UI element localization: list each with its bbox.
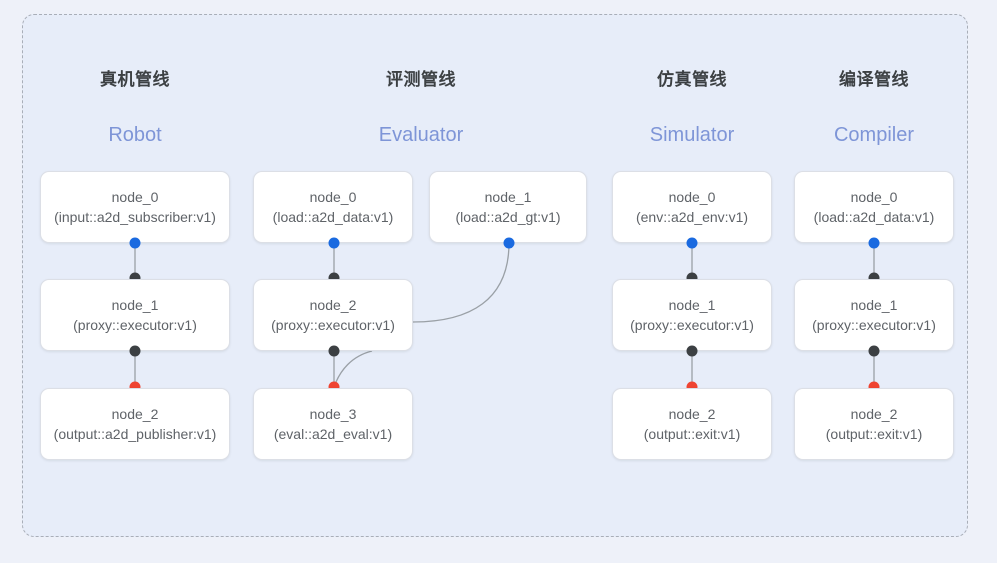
port-input-red[interactable] [686,381,698,393]
node-robot-node_2[interactable]: node_2 (output::a2d_publisher:v1) [40,388,230,460]
column-subtitle-simulator: Simulator [649,124,735,146]
port-output-blue[interactable] [868,237,880,249]
column-subtitle-evaluator: Evaluator [378,124,464,146]
node-name: node_1 [111,297,159,313]
column-title-robot: 真机管线 [100,70,170,89]
node-evaluator-node_2[interactable]: node_2 (proxy::executor:v1) [253,279,413,351]
node-simulator-node_0[interactable]: node_0 (env::a2d_env:v1) [612,171,772,243]
node-type: (env::a2d_env:v1) [635,209,749,225]
column-title-compiler: 编译管线 [839,70,909,89]
node-name: node_2 [850,406,898,422]
node-type: (eval::a2d_eval:v1) [273,426,393,442]
node-type: (output::exit:v1) [825,426,923,442]
port-output-dark[interactable] [868,345,880,357]
port-input-red[interactable] [328,381,340,393]
column-title-evaluator: 评测管线 [386,70,456,89]
node-type: (input::a2d_subscriber:v1) [54,209,216,225]
node-robot-node_1[interactable]: node_1 (proxy::executor:v1) [40,279,230,351]
port-output-blue[interactable] [328,237,340,249]
column-title-simulator: 仿真管线 [657,70,727,89]
port-input-dark[interactable] [129,272,141,284]
port-input-dark[interactable] [328,272,340,284]
port-output-dark[interactable] [686,345,698,357]
port-output-dark[interactable] [129,345,141,357]
node-type: (proxy::executor:v1) [812,317,936,333]
node-evaluator-node_1[interactable]: node_1 (load::a2d_gt:v1) [429,171,587,243]
port-input-red[interactable] [868,381,880,393]
node-name: node_0 [309,189,357,205]
port-output-blue[interactable] [503,237,515,249]
node-name: node_1 [484,189,532,205]
node-name: node_2 [668,406,716,422]
node-type: (proxy::executor:v1) [271,317,395,333]
port-input-dark[interactable] [686,272,698,284]
node-evaluator-node_3[interactable]: node_3 (eval::a2d_eval:v1) [253,388,413,460]
node-simulator-node_2[interactable]: node_2 (output::exit:v1) [612,388,772,460]
node-type: (load::a2d_gt:v1) [455,209,561,225]
node-compiler-node_2[interactable]: node_2 (output::exit:v1) [794,388,954,460]
node-simulator-node_1[interactable]: node_1 (proxy::executor:v1) [612,279,772,351]
column-subtitle-compiler: Compiler [833,124,915,146]
port-output-dark[interactable] [328,345,340,357]
node-name: node_0 [111,189,159,205]
port-input-dark[interactable] [868,272,880,284]
node-robot-node_0[interactable]: node_0 (input::a2d_subscriber:v1) [40,171,230,243]
node-type: (output::a2d_publisher:v1) [53,426,217,442]
node-name: node_2 [309,297,357,313]
node-name: node_1 [850,297,898,313]
node-type: (output::exit:v1) [643,426,741,442]
node-type: (load::a2d_data:v1) [813,209,935,225]
node-name: node_3 [309,406,357,422]
node-type: (load::a2d_data:v1) [272,209,394,225]
node-name: node_2 [111,406,159,422]
port-output-blue[interactable] [686,237,698,249]
node-compiler-node_1[interactable]: node_1 (proxy::executor:v1) [794,279,954,351]
node-type: (proxy::executor:v1) [630,317,754,333]
node-compiler-node_0[interactable]: node_0 (load::a2d_data:v1) [794,171,954,243]
node-name: node_0 [850,189,898,205]
node-name: node_1 [668,297,716,313]
node-name: node_0 [668,189,716,205]
port-input-red[interactable] [129,381,141,393]
port-output-blue[interactable] [129,237,141,249]
column-subtitle-robot: Robot [108,124,162,146]
node-type: (proxy::executor:v1) [73,317,197,333]
node-evaluator-node_0[interactable]: node_0 (load::a2d_data:v1) [253,171,413,243]
